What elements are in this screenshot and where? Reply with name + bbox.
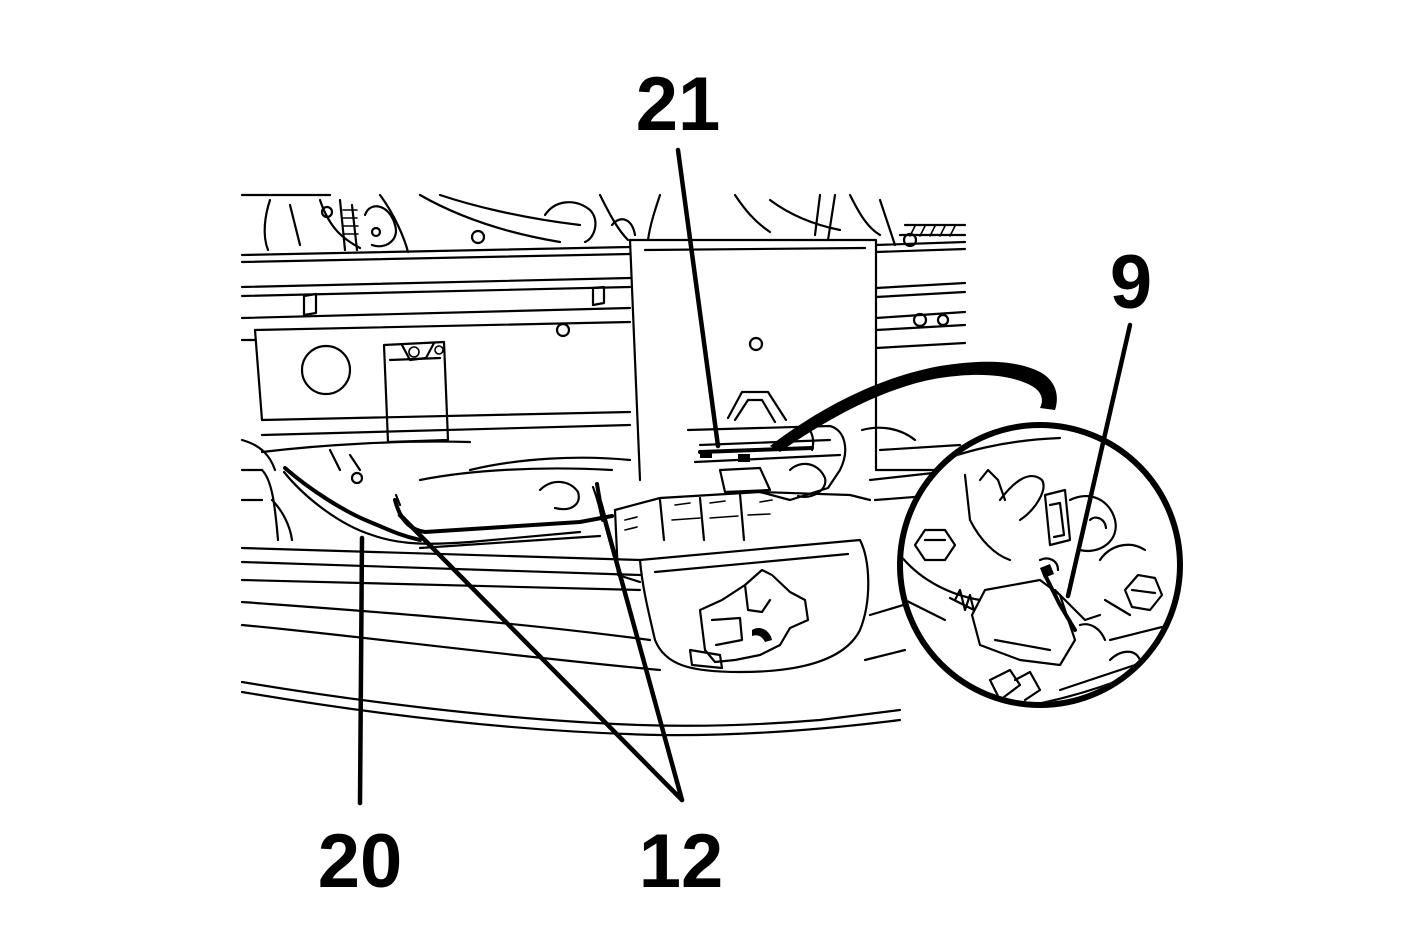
leader-12-b bbox=[597, 499, 685, 803]
engine-compartment-top bbox=[240, 193, 967, 254]
leader-12-a bbox=[397, 512, 685, 803]
leader-9 bbox=[1065, 322, 1133, 599]
callout-20: 20 bbox=[318, 819, 403, 904]
detail-zoom-circle bbox=[897, 422, 1183, 708]
hood-latch-assembly bbox=[686, 390, 847, 502]
latch-housing bbox=[613, 490, 872, 674]
zoom-indicator bbox=[770, 361, 1057, 452]
leader-20 bbox=[357, 535, 365, 806]
latch-support-panel bbox=[628, 238, 967, 502]
radiator-support bbox=[240, 240, 967, 444]
front-fascia bbox=[240, 438, 922, 737]
leader-21 bbox=[675, 147, 721, 449]
leader-lines bbox=[357, 147, 1133, 806]
release-cables bbox=[282, 466, 614, 550]
callout-labels: 21 9 20 12 bbox=[318, 62, 1152, 904]
callout-12: 12 bbox=[639, 819, 724, 904]
callout-9: 9 bbox=[1110, 240, 1152, 325]
callout-21: 21 bbox=[636, 62, 721, 147]
